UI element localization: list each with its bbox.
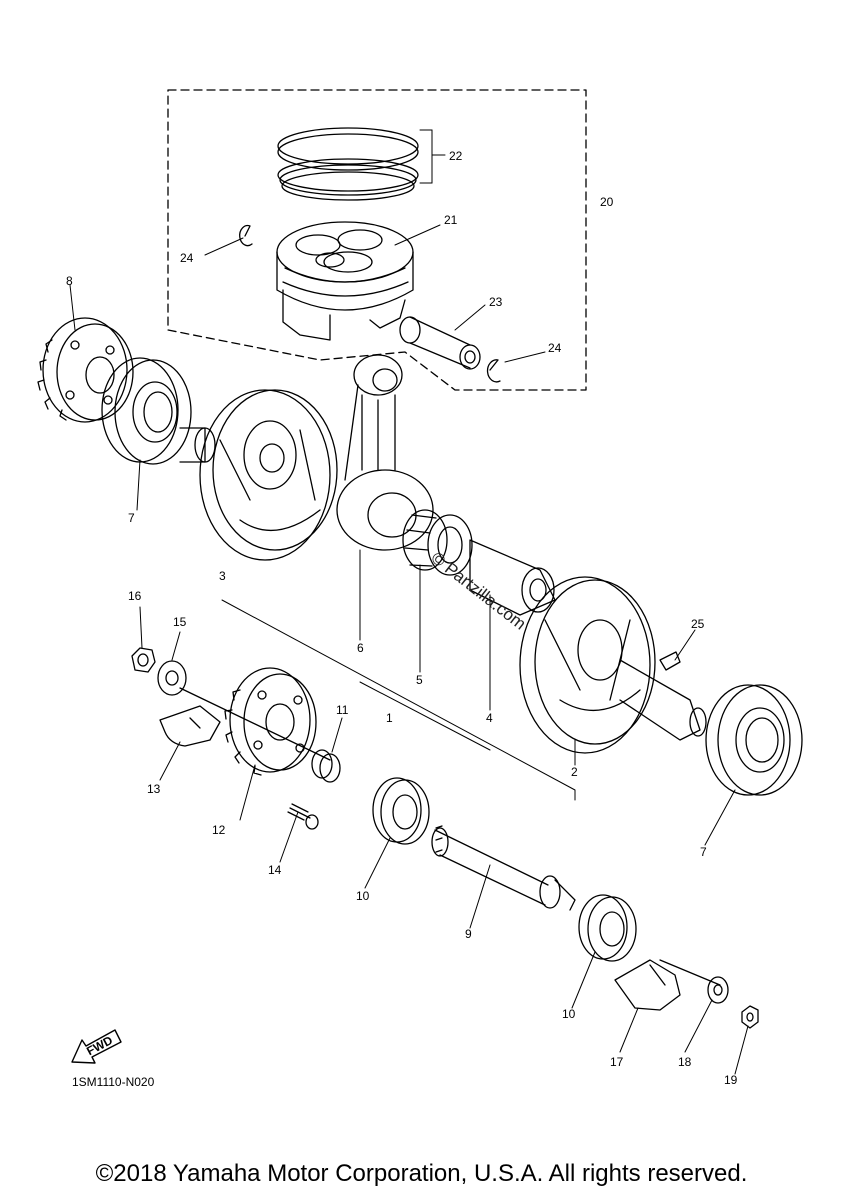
callout-22: 22 xyxy=(449,149,463,163)
fwd-arrow-icon xyxy=(71,1029,122,1064)
callout-11: 11 xyxy=(336,703,349,717)
bearing-10-lower xyxy=(578,894,637,962)
piston-kit-outline xyxy=(167,89,587,391)
callout-23: 23 xyxy=(489,295,503,309)
balancer-shaft xyxy=(431,825,576,911)
callout-8: 8 xyxy=(66,274,73,288)
piston-rings xyxy=(277,127,419,201)
callout-4: 4 xyxy=(486,711,493,725)
piston xyxy=(276,221,414,341)
callout-13: 13 xyxy=(147,782,161,796)
callout-1: 1 xyxy=(386,711,393,725)
copyright-notice: ©2018 Yamaha Motor Corporation, U.S.A. A… xyxy=(95,1160,748,1187)
callout-10-lower: 10 xyxy=(562,1007,576,1021)
needle-bearing xyxy=(402,509,473,576)
washer-18 xyxy=(707,976,729,1004)
woodruff-key xyxy=(659,651,681,671)
crank-pin xyxy=(469,539,556,616)
callout-10-upper: 10 xyxy=(356,889,370,903)
axis-line-lower xyxy=(659,959,721,986)
callout-6: 6 xyxy=(357,641,364,655)
washer-15 xyxy=(157,660,187,696)
nut-19 xyxy=(741,1005,759,1029)
callout-17: 17 xyxy=(610,1055,624,1069)
diagram-code: 1SM1110-N020 xyxy=(72,1075,155,1089)
crank-left xyxy=(179,389,338,561)
callout-7-left: 7 xyxy=(128,511,135,525)
callout-21: 21 xyxy=(444,213,458,227)
balancer-gear xyxy=(224,667,317,776)
connecting-rod xyxy=(336,354,434,551)
nut-16 xyxy=(131,647,156,673)
callout-25: 25 xyxy=(691,617,705,631)
circlip-right xyxy=(486,359,501,383)
timing-sprocket xyxy=(37,317,134,423)
bearing-right xyxy=(705,684,803,796)
bolt-14 xyxy=(287,803,319,830)
fwd-label: FWD xyxy=(84,1033,115,1058)
leader-lines xyxy=(69,129,749,1075)
callout-2: 2 xyxy=(571,765,578,779)
callout-15: 15 xyxy=(173,615,187,629)
bearing-left xyxy=(101,357,192,465)
collar-11 xyxy=(311,749,341,783)
axis-line xyxy=(179,687,331,761)
balancer-weight-13 xyxy=(159,705,221,747)
callout-9: 9 xyxy=(465,927,472,941)
bearing-10-upper xyxy=(372,777,430,845)
callout-5: 5 xyxy=(416,673,423,687)
callout-7-right: 7 xyxy=(700,845,707,859)
watermark: © Partzilla.com xyxy=(428,548,530,634)
callout-24-left: 24 xyxy=(180,251,194,265)
balancer-weight-17 xyxy=(614,959,681,1011)
callout-3: 3 xyxy=(219,569,226,583)
callout-24-right: 24 xyxy=(548,341,562,355)
callout-12: 12 xyxy=(212,823,226,837)
callout-14: 14 xyxy=(268,863,282,877)
callout-20: 20 xyxy=(600,195,614,209)
callout-labels: 1 2 3 4 5 6 7 7 8 9 10 10 11 12 13 14 15… xyxy=(66,149,738,1087)
crank-right xyxy=(519,576,707,754)
circlip-left xyxy=(239,224,253,247)
callout-19: 19 xyxy=(724,1073,738,1087)
callout-18: 18 xyxy=(678,1055,692,1069)
piston-pin xyxy=(399,316,481,370)
callout-16: 16 xyxy=(128,589,142,603)
